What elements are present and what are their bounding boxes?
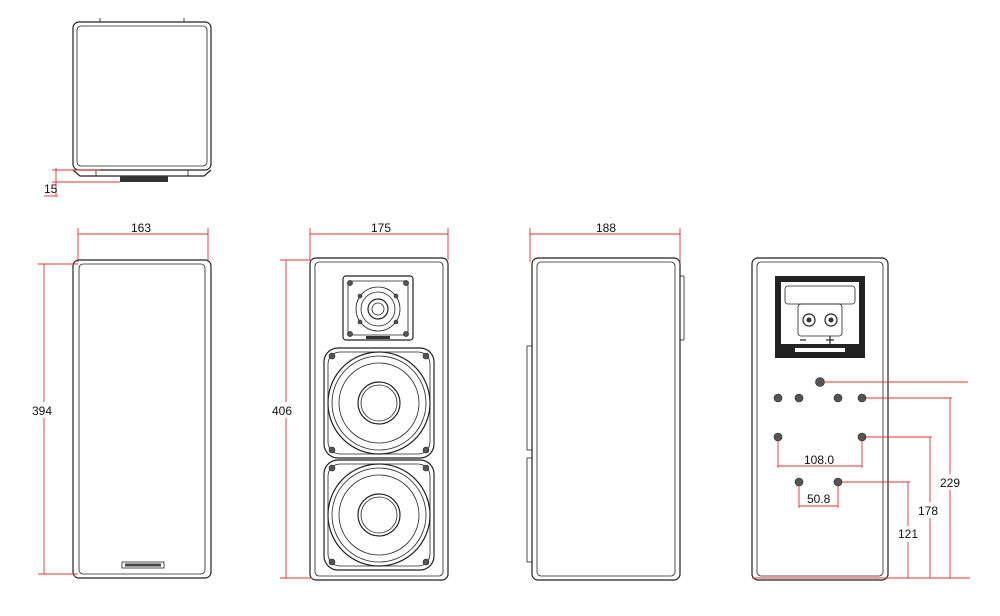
height-121-label: 121 bbox=[898, 527, 918, 541]
mounting-holes bbox=[773, 377, 867, 487]
rear-view bbox=[751, 257, 889, 581]
terminal-plate bbox=[775, 276, 865, 358]
front-height-label: 406 bbox=[272, 404, 292, 418]
side-height-dimension: 394 bbox=[32, 263, 78, 575]
woofer-lower bbox=[323, 459, 435, 571]
top-depth-label: 15 bbox=[44, 182, 58, 196]
side-width-label: 163 bbox=[131, 221, 151, 235]
hole-spacing-narrow-label: 50.8 bbox=[807, 492, 831, 506]
height-229-label: 229 bbox=[940, 476, 960, 490]
side-height-label: 394 bbox=[32, 404, 52, 418]
height-178-label: 178 bbox=[918, 504, 938, 518]
front-view bbox=[309, 257, 449, 581]
hole-spacing-wide-label: 108.0 bbox=[804, 453, 834, 467]
side-depth-view bbox=[526, 257, 685, 581]
woofer-upper bbox=[323, 347, 435, 459]
front-width-label: 175 bbox=[371, 221, 391, 235]
side-depth-label: 188 bbox=[596, 221, 616, 235]
front-height-dimension: 406 bbox=[272, 259, 312, 579]
side-width-dimension: 163 bbox=[77, 221, 209, 262]
rear-height-dimensions: 229 178 121 bbox=[752, 381, 970, 579]
hole-spacing-wide-dimension: 108.0 bbox=[777, 441, 863, 468]
hole-spacing-narrow-dimension: 50.8 bbox=[798, 486, 839, 508]
front-width-dimension: 175 bbox=[309, 221, 449, 260]
top-depth-dimension: 15 bbox=[44, 168, 120, 197]
top-view bbox=[72, 18, 212, 182]
side-depth-dimension: 188 bbox=[529, 221, 681, 262]
tweeter bbox=[342, 275, 414, 341]
side-view bbox=[72, 259, 212, 579]
